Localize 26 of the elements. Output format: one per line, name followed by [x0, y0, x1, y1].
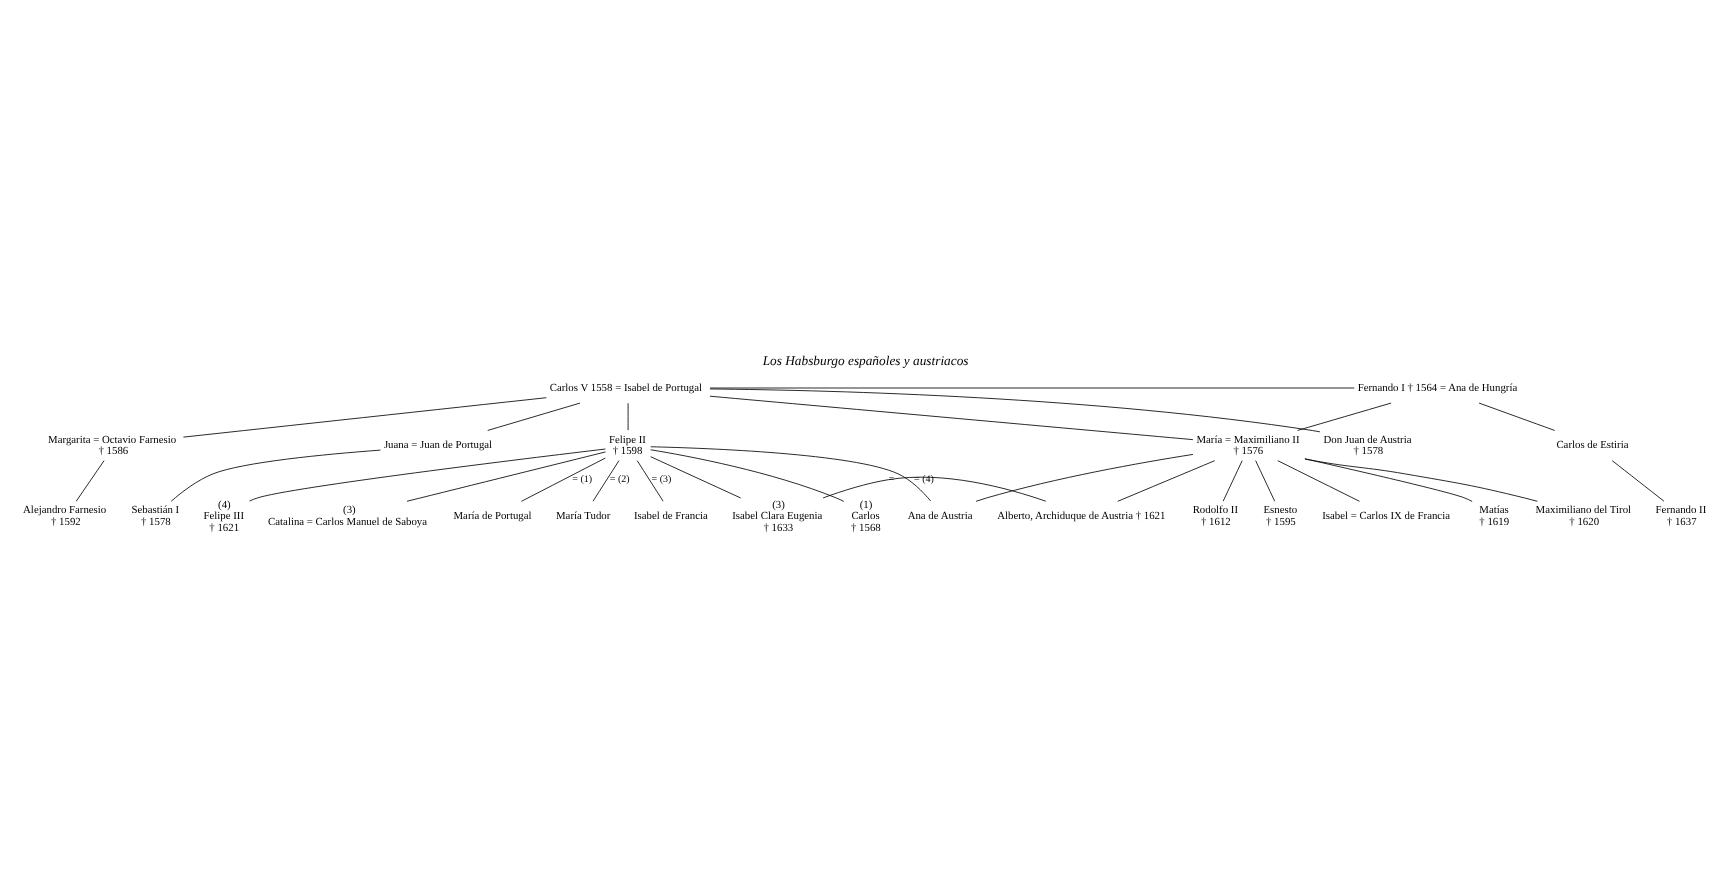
connector	[1255, 460, 1276, 502]
connector	[1304, 458, 1473, 502]
connector	[650, 456, 742, 499]
connector	[1222, 460, 1243, 502]
connector	[1611, 460, 1665, 502]
connector	[1478, 402, 1556, 431]
connector	[822, 476, 1047, 502]
connector	[406, 451, 606, 502]
connector	[709, 388, 1321, 433]
connector	[170, 449, 381, 502]
connector	[182, 397, 547, 438]
connector	[1297, 402, 1392, 431]
connector	[1304, 458, 1538, 502]
connector	[1277, 460, 1360, 502]
connector	[709, 395, 1194, 441]
connector	[975, 454, 1194, 502]
connector	[592, 460, 620, 502]
connector	[709, 387, 1355, 389]
connector	[650, 449, 845, 502]
connector	[521, 457, 606, 502]
connector	[75, 460, 105, 502]
connector	[636, 460, 664, 502]
connector	[650, 446, 932, 502]
connector	[249, 448, 606, 502]
connector	[1117, 460, 1216, 502]
connector	[487, 402, 581, 431]
